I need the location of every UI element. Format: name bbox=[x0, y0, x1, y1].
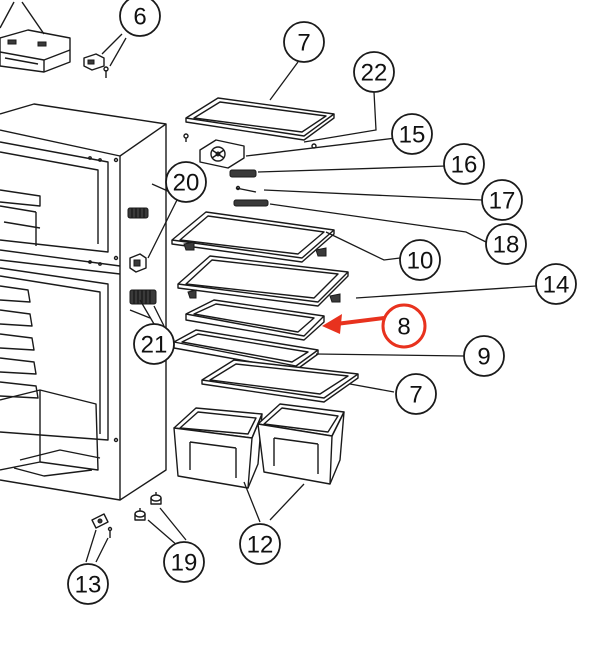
callout-19: 19 bbox=[163, 541, 205, 583]
fan-motor-assembly bbox=[199, 139, 245, 169]
temperature-sensor-wire bbox=[129, 309, 151, 319]
callout-12: 12 bbox=[239, 523, 281, 565]
light-bulb-cover bbox=[229, 169, 257, 178]
callout-22-label: 22 bbox=[361, 60, 388, 87]
callout-7-top: 7 bbox=[283, 21, 325, 63]
callout-15: 15 bbox=[391, 113, 433, 155]
leader-lines bbox=[85, 33, 537, 563]
leveling-leg-front bbox=[134, 508, 146, 521]
callout-7-bottom: 7 bbox=[395, 373, 437, 415]
callout-20: 20 bbox=[165, 161, 207, 203]
callout-13-label: 13 bbox=[75, 572, 102, 599]
callout-21-label: 21 bbox=[141, 332, 168, 359]
leveling-leg-rear bbox=[150, 492, 162, 505]
callout-6-label: 6 bbox=[133, 4, 146, 31]
callout-18-label: 18 bbox=[493, 232, 520, 259]
callout-18: 18 bbox=[485, 223, 527, 265]
control-panel-housing bbox=[0, 1, 71, 73]
callout-15-label: 15 bbox=[399, 122, 426, 149]
callout-10-label: 10 bbox=[407, 248, 434, 275]
callout-10: 10 bbox=[399, 239, 441, 281]
glass-shelf-middle bbox=[177, 255, 349, 307]
highlight-arrow bbox=[322, 314, 385, 334]
glass-shelf-upper bbox=[171, 211, 335, 263]
crisper-drawer-right bbox=[257, 403, 345, 485]
callout-16-label: 16 bbox=[451, 152, 478, 179]
thermostat-knob bbox=[127, 207, 149, 219]
crisper-drawer-left bbox=[173, 407, 263, 489]
callout-14: 14 bbox=[535, 263, 577, 305]
bottom-hinge bbox=[91, 513, 113, 538]
callout-7-top-label: 7 bbox=[297, 30, 310, 57]
callout-6: 6 bbox=[119, 0, 161, 37]
control-bracket-small bbox=[83, 53, 109, 78]
callout-22: 22 bbox=[353, 51, 395, 93]
evaporator-fan-cover bbox=[183, 133, 317, 149]
callout-17: 17 bbox=[481, 179, 523, 221]
callout-19-label: 19 bbox=[171, 550, 198, 577]
callout-14-label: 14 bbox=[543, 272, 570, 299]
freezer-shelf-top bbox=[185, 97, 335, 141]
callout-8-label: 8 bbox=[397, 314, 410, 341]
callout-9: 9 bbox=[463, 335, 505, 377]
callout-21: 21 bbox=[133, 323, 175, 365]
callout-9-label: 9 bbox=[477, 344, 490, 371]
callout-16: 16 bbox=[443, 143, 485, 185]
callout-7-bottom-label: 7 bbox=[409, 382, 422, 409]
thermostat-control bbox=[129, 289, 157, 305]
callout-17-label: 17 bbox=[489, 188, 516, 215]
light-bulb bbox=[235, 185, 257, 193]
callout-20-label: 20 bbox=[173, 170, 200, 197]
light-housing bbox=[233, 199, 269, 207]
light-socket bbox=[129, 253, 147, 273]
refrigerator-cabinet bbox=[0, 103, 167, 501]
callout-12-label: 12 bbox=[247, 532, 274, 559]
glass-shelf-highlighted bbox=[185, 299, 325, 341]
callout-13: 13 bbox=[67, 563, 109, 605]
crisper-cover bbox=[201, 359, 359, 403]
callout-8-highlighted: 8 bbox=[381, 303, 427, 349]
